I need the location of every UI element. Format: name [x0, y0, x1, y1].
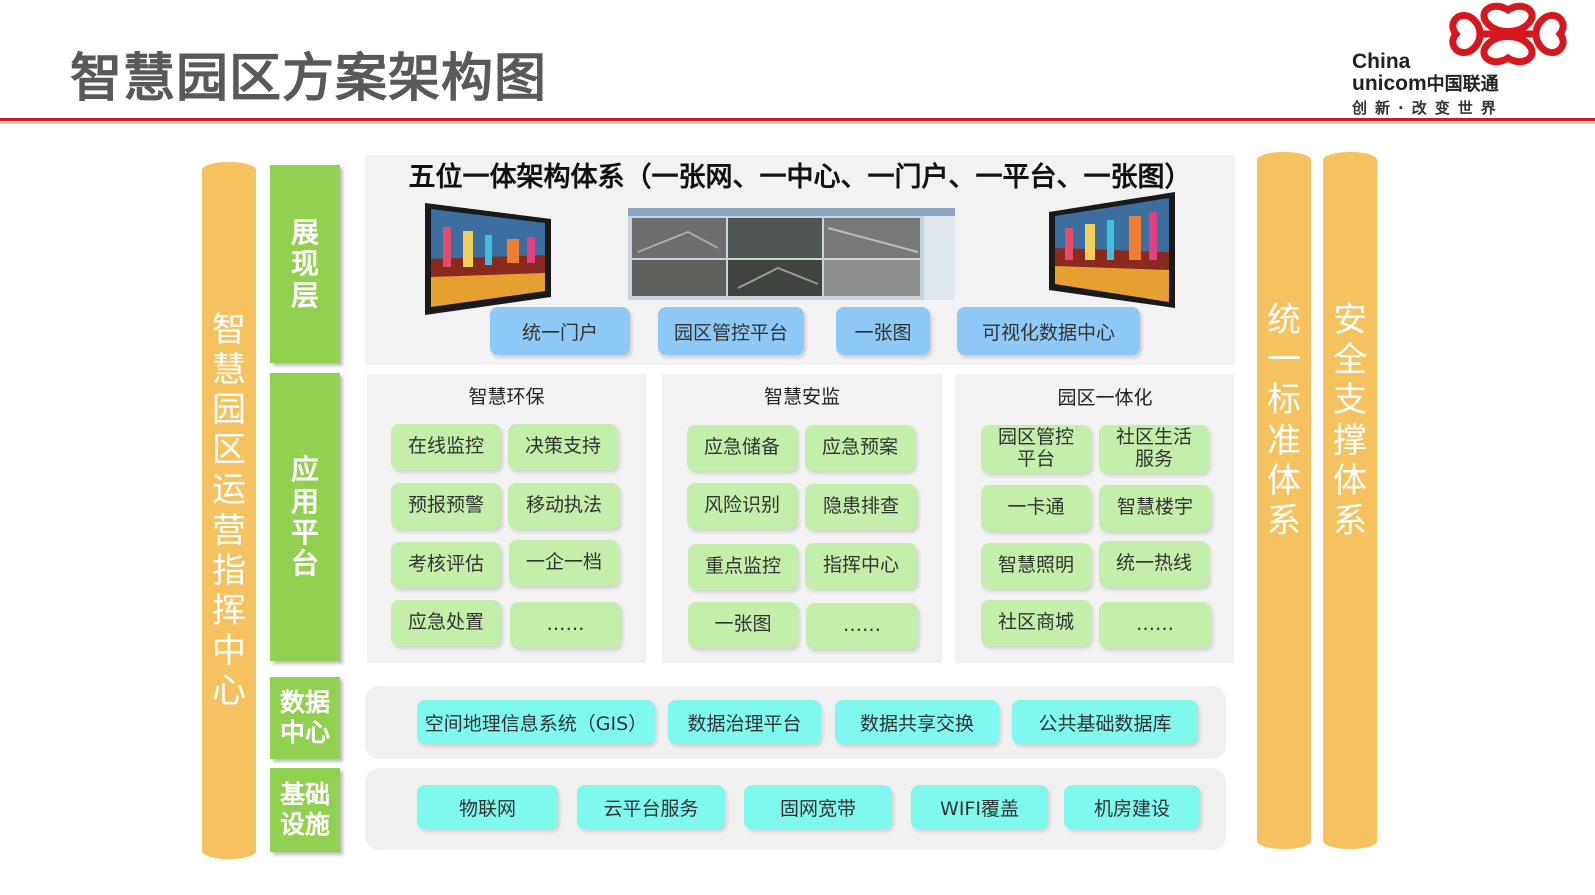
display-button-visual-data-center[interactable]: 可视化数据中心 — [957, 307, 1140, 355]
pillar-unified-standard-label: 统一标准体系 — [1267, 300, 1301, 541]
app-item-risk-identification[interactable]: 风险识别 — [687, 483, 797, 529]
layer-label-infrastructure-text: 基础设施 — [279, 780, 330, 839]
monitor-left-image — [425, 203, 551, 315]
pillar-security-support-system: 安全支撑体系 — [1323, 152, 1377, 849]
app-item-one-card[interactable]: 一卡通 — [981, 485, 1091, 531]
infra-item-data-room[interactable]: 机房建设 — [1064, 785, 1200, 829]
app-item-park-control-platform-label: 园区管控平台 — [997, 426, 1074, 470]
layer-label-application-text: 应用平台 — [291, 453, 320, 581]
logo-slogan: 创新·改变世界 — [1352, 99, 1504, 117]
app-item-key-monitoring[interactable]: 重点监控 — [688, 544, 798, 590]
app-item-community-life-service-label: 社区生活服务 — [1115, 426, 1192, 470]
app-item-hazard-inspection[interactable]: 隐患排查 — [805, 484, 917, 530]
app-column-environment-title: 智慧环保 — [468, 386, 545, 408]
app-item-smart-building[interactable]: 智慧楼宇 — [1099, 485, 1211, 531]
logo-text-unicom: unicom中国联通 — [1352, 70, 1499, 96]
app-item-mobile-enforcement[interactable]: 移动执法 — [508, 483, 620, 529]
app-item-command-center[interactable]: 指挥中心 — [805, 543, 917, 589]
app-item-park-control-platform[interactable]: 园区管控平台 — [981, 425, 1091, 473]
header-divider-shadow — [0, 122, 1595, 124]
data-item-public-database[interactable]: 公共基础数据库 — [1012, 700, 1198, 744]
display-button-one-map[interactable]: 一张图 — [836, 307, 930, 355]
app-item-community-life-service[interactable]: 社区生活服务 — [1099, 425, 1209, 473]
app-item-decision-support[interactable]: 决策支持 — [508, 424, 618, 470]
app-item-one-enterprise-one-file[interactable]: 一企一档 — [509, 540, 619, 586]
layer-label-infrastructure: 基础设施 — [270, 768, 340, 852]
display-button-unified-portal[interactable]: 统一门户 — [490, 307, 630, 355]
app-item-one-map-safety[interactable]: 一张图 — [688, 602, 798, 648]
display-button-park-control-platform[interactable]: 园区管控平台 — [658, 307, 804, 355]
app-item-more-safety[interactable]: …… — [806, 603, 918, 649]
pillar-operation-command-center-label: 智慧园区运营指挥中心 — [212, 309, 246, 711]
app-item-community-mall[interactable]: 社区商城 — [981, 600, 1091, 646]
data-item-data-sharing-exchange[interactable]: 数据共享交换 — [835, 700, 999, 744]
app-item-more-environment[interactable]: …… — [510, 602, 621, 648]
surveillance-screen-image — [628, 208, 955, 300]
infra-item-iot[interactable]: 物联网 — [417, 785, 558, 829]
logo-text-unicom-en: unicom — [1352, 72, 1427, 95]
layer-label-display-text: 展现层 — [291, 215, 320, 312]
data-item-data-governance[interactable]: 数据治理平台 — [668, 700, 821, 744]
pillar-unified-standard-system: 统一标准体系 — [1257, 152, 1311, 849]
app-item-assessment[interactable]: 考核评估 — [391, 542, 501, 588]
app-item-unified-hotline[interactable]: 统一热线 — [1099, 541, 1209, 587]
app-item-online-monitoring[interactable]: 在线监控 — [391, 424, 501, 470]
layer-label-data-center: 数据中心 — [270, 677, 340, 759]
app-item-forecast-warning[interactable]: 预报预警 — [391, 483, 501, 529]
pillar-operation-command-center: 智慧园区运营指挥中心 — [202, 162, 256, 859]
infra-item-cloud-platform[interactable]: 云平台服务 — [577, 785, 725, 829]
app-item-more-park[interactable]: …… — [1099, 602, 1211, 648]
app-column-safety-title: 智慧安监 — [763, 386, 840, 408]
app-item-emergency-reserve[interactable]: 应急储备 — [687, 425, 797, 471]
header-divider — [0, 118, 1595, 121]
infra-item-wifi-coverage[interactable]: WIFI覆盖 — [911, 785, 1048, 829]
infra-item-fixed-broadband[interactable]: 固网宽带 — [744, 785, 892, 829]
monitor-right-image — [1049, 192, 1175, 308]
logo-text-cn: 中国联通 — [1426, 74, 1499, 94]
layer-label-data-center-text: 数据中心 — [279, 688, 330, 747]
architecture-title: 五位一体架构体系（一张网、一中心、一门户、一平台、一张图） — [408, 162, 1192, 193]
data-item-gis[interactable]: 空间地理信息系统（GIS） — [417, 700, 655, 744]
china-unicom-knot-icon — [1449, 2, 1567, 66]
layer-label-display: 展现层 — [270, 165, 340, 363]
app-item-smart-lighting[interactable]: 智慧照明 — [981, 543, 1091, 589]
layer-label-application: 应用平台 — [270, 373, 340, 661]
app-column-park-integration-title: 园区一体化 — [1057, 387, 1153, 409]
logo-text-china: China — [1352, 50, 1411, 73]
page-title: 智慧园区方案架构图 — [70, 49, 548, 109]
app-item-emergency-response[interactable]: 应急处置 — [391, 600, 501, 646]
app-item-emergency-plan[interactable]: 应急预案 — [805, 425, 915, 471]
pillar-security-support-label: 安全支撑体系 — [1333, 300, 1367, 541]
